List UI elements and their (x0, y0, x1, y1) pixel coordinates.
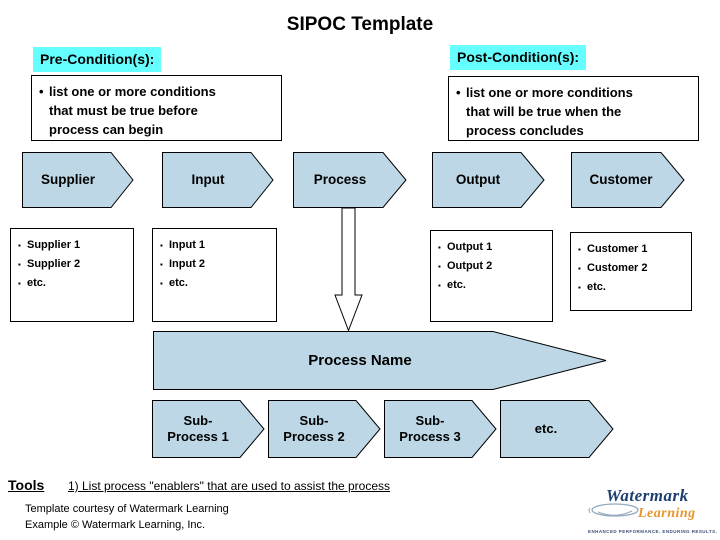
post-condition-line-1: • list one or more conditions (456, 83, 692, 102)
output-item: Output 2 (447, 260, 493, 272)
post-condition-box: • list one or more conditions that will … (448, 76, 699, 141)
chevron-arrow-shape (162, 152, 274, 208)
customer-arrow-label: Customer (589, 172, 653, 187)
output-list-box: ▪ Output 1 ▪ Output 2 ▪ etc. (430, 230, 553, 322)
list-item: ▪ Output 2 (438, 257, 550, 276)
pre-condition-text: list one or more conditions (49, 84, 216, 99)
bullet-icon: ▪ (578, 245, 581, 254)
pre-condition-line-3: process can begin (49, 122, 164, 137)
process-name-arrow: Process Name (153, 331, 607, 390)
footer-credit-line-1: Template courtesy of Watermark Learning (25, 503, 229, 515)
logo-word-watermark: Watermark (606, 486, 689, 505)
customer-item: Customer 2 (587, 262, 648, 274)
chevron-arrow-shape (293, 152, 407, 208)
supplier-item: Supplier 2 (27, 258, 81, 270)
input-list-box: ▪ Input 1 ▪ Input 2 ▪ etc. (152, 228, 277, 322)
list-item: ▪ Input 2 (160, 255, 274, 274)
post-condition-heading: Post-Condition(s): (450, 45, 587, 70)
list-item: ▪ etc. (578, 278, 689, 297)
bullet-icon: • (39, 84, 44, 99)
sub-process-2-arrow: Sub- Process 2 (268, 400, 381, 458)
list-item: ▪ etc. (160, 274, 274, 293)
supplier-item: etc. (27, 277, 46, 289)
bullet-icon: ▪ (578, 264, 581, 273)
bullet-icon: • (456, 85, 461, 100)
bullet-icon: ▪ (18, 260, 21, 269)
big-arrow-shape (153, 331, 607, 390)
bullet-icon: ▪ (438, 281, 441, 290)
post-condition-line-3: process concludes (466, 123, 584, 138)
process-arrow-label: Process (313, 172, 367, 187)
input-item: Input 2 (169, 258, 206, 270)
bullet-icon: ▪ (438, 243, 441, 252)
output-item: etc. (447, 279, 466, 291)
input-arrow: Input (162, 152, 274, 208)
bullet-icon: ▪ (438, 262, 441, 271)
sub-process-etc-arrow: etc. (500, 400, 614, 458)
bullet-icon: ▪ (160, 260, 163, 269)
sub-process-3-label: Sub- Process 3 (399, 413, 461, 444)
list-item: ▪ Output 1 (438, 238, 550, 257)
watermark-learning-logo: Watermark Learning ENHANCED PERFORMANCE.… (588, 483, 718, 537)
customer-item: Customer 1 (587, 243, 648, 255)
chevron-arrow-shape (384, 400, 497, 458)
sub-process-3-arrow: Sub- Process 3 (384, 400, 497, 458)
post-condition-line-2: that will be true when the (466, 104, 622, 119)
page-title: SIPOC Template (286, 14, 434, 35)
tools-description: 1) List process "enablers" that are used… (68, 479, 391, 493)
bullet-icon: ▪ (18, 241, 21, 250)
supplier-item: Supplier 1 (27, 239, 81, 251)
pre-condition-line-1: • list one or more conditions (39, 82, 275, 101)
input-item: Input 1 (169, 239, 206, 251)
list-item: ▪ etc. (438, 276, 550, 295)
sub-process-1-label: Sub- Process 1 (167, 413, 229, 444)
tools-label: Tools (8, 477, 45, 493)
input-arrow-label: Input (191, 172, 225, 187)
chevron-arrow-shape (571, 152, 685, 208)
down-arrow-icon (334, 208, 363, 332)
chevron-arrow-shape (22, 152, 134, 208)
supplier-arrow: Supplier (22, 152, 134, 208)
list-item: ▪ Customer 1 (578, 240, 689, 259)
output-arrow: Output (432, 152, 545, 208)
customer-item: etc. (587, 281, 606, 293)
process-arrow: Process (293, 152, 407, 208)
list-item: ▪ Customer 2 (578, 259, 689, 278)
post-condition-text: list one or more conditions (466, 85, 633, 100)
chevron-arrow-shape (500, 400, 614, 458)
chevron-arrow-shape (432, 152, 545, 208)
list-item: ▪ Supplier 1 (18, 236, 131, 255)
bullet-icon: ▪ (578, 283, 581, 292)
logo-word-learning: Learning (638, 506, 696, 521)
input-item: etc. (169, 277, 188, 289)
sub-process-2-label: Sub- Process 2 (283, 413, 345, 444)
sub-process-1-arrow: Sub- Process 1 (152, 400, 265, 458)
process-name-label: Process Name (308, 351, 412, 369)
list-item: ▪ Input 1 (160, 236, 274, 255)
customer-list-box: ▪ Customer 1 ▪ Customer 2 ▪ etc. (570, 232, 692, 311)
logo-tagline: ENHANCED PERFORMANCE. ENDURING RESULTS. (588, 529, 718, 534)
bullet-icon: ▪ (18, 279, 21, 288)
supplier-arrow-label: Supplier (40, 172, 95, 187)
bullet-icon: ▪ (160, 241, 163, 250)
chevron-arrow-shape (152, 400, 265, 458)
output-item: Output 1 (447, 241, 493, 253)
pre-condition-line-2: that must be true before (49, 103, 198, 118)
bullet-icon: ▪ (160, 279, 163, 288)
list-item: ▪ etc. (18, 274, 131, 293)
pre-condition-heading: Pre-Condition(s): (33, 47, 162, 72)
sub-process-etc-label: etc. (534, 421, 558, 436)
customer-arrow: Customer (571, 152, 685, 208)
logo-swoosh-icon (588, 503, 639, 517)
footer-credit-line-2: Example © Watermark Learning, Inc. (25, 519, 206, 531)
supplier-list-box: ▪ Supplier 1 ▪ Supplier 2 ▪ etc. (10, 228, 134, 322)
list-item: ▪ Supplier 2 (18, 255, 131, 274)
pre-condition-box: • list one or more conditions that must … (31, 75, 282, 141)
chevron-arrow-shape (268, 400, 381, 458)
output-arrow-label: Output (455, 172, 501, 187)
